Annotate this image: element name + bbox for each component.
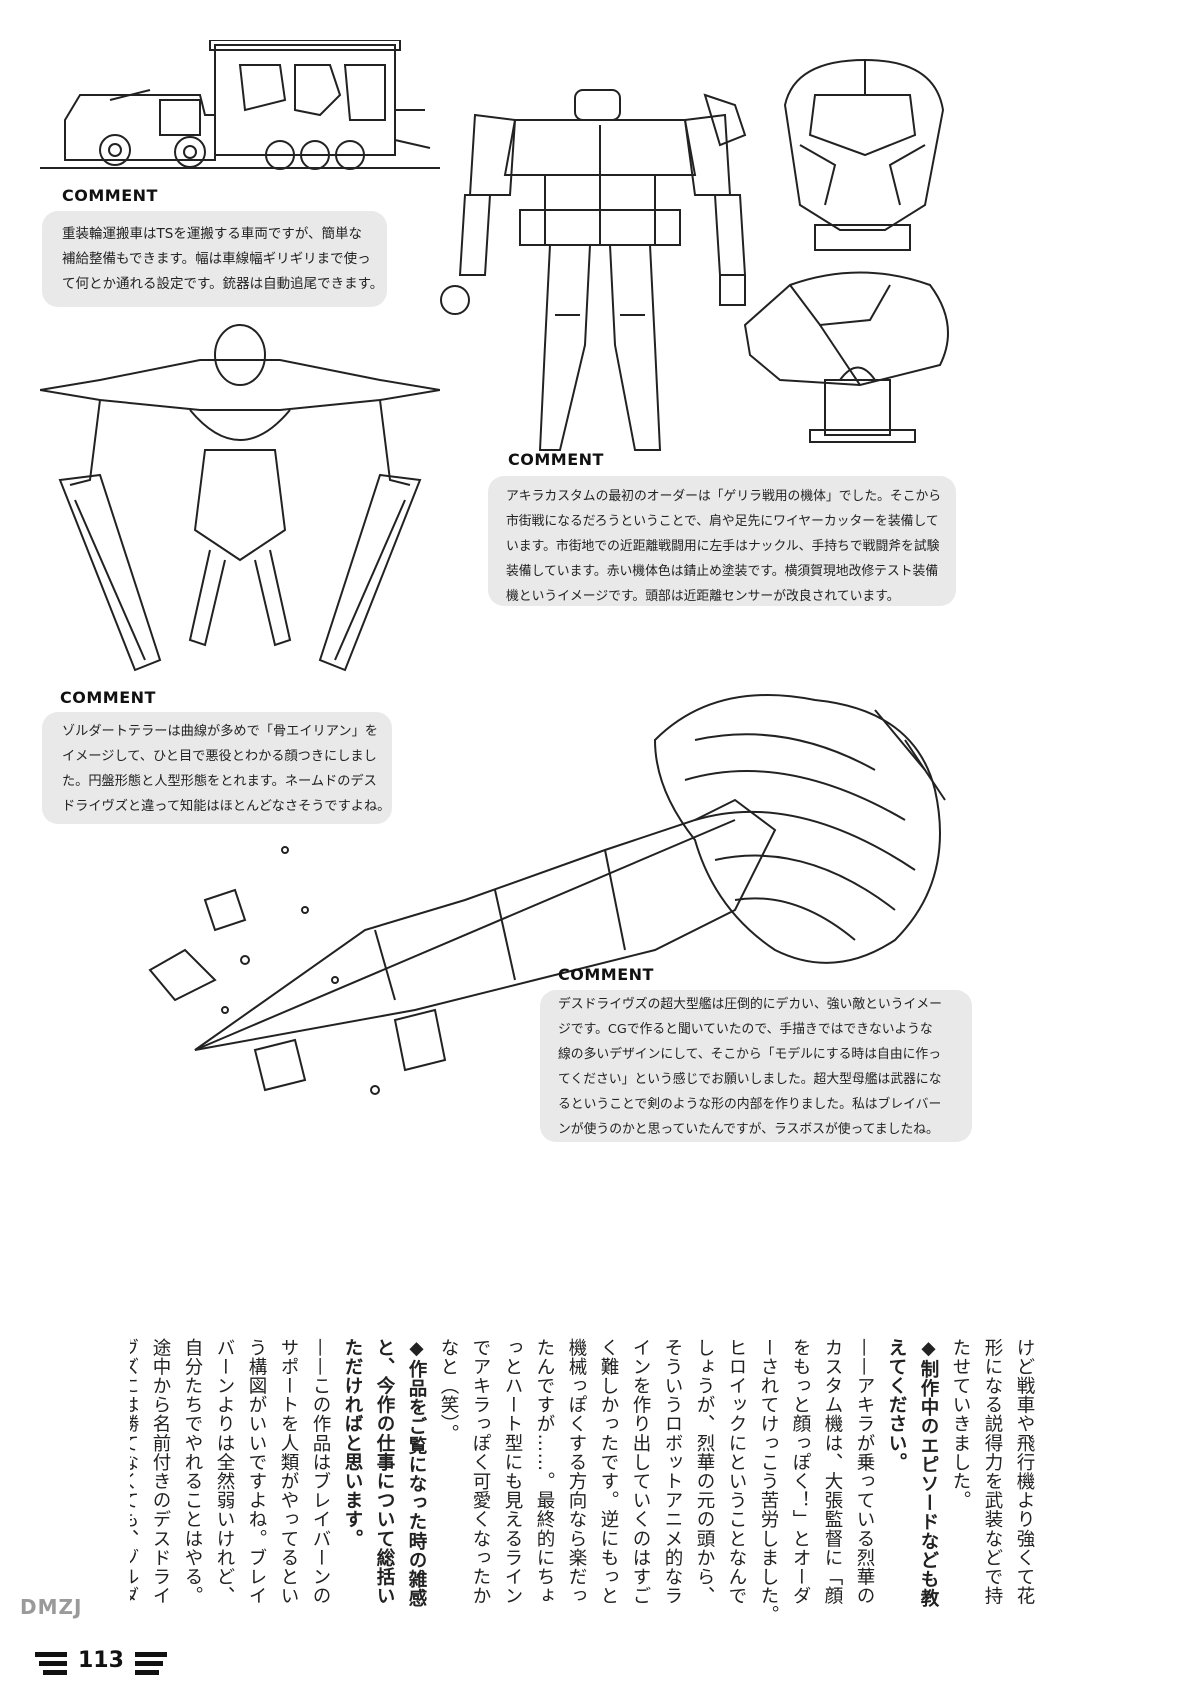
comment-box-soldat-terror: ゾルダートテラーは曲線が多めで「骨エイリアン」を イメージして、ひと目で悪役とわ… <box>42 712 392 824</box>
comment-box-mothership: デスドライヴズの超大型艦は圧倒的にデカい、強い敵というイメー ジです。CGで作る… <box>540 990 972 1142</box>
interview-paragraph: けど戦車や飛行機より強くて花 形になる説得力を武装などで持 たせていきました。 <box>950 1338 1035 1606</box>
comment-heading-4: COMMENT <box>558 965 654 984</box>
interview-paragraph: ——この作品はブレイバーンの サポートを人類がやってるとい う構図がいいですよね… <box>130 1338 331 1606</box>
interview-question: ◆作品をご覧になった時の雑感 と、今作の仕事について総括い ただければと思います… <box>342 1338 427 1608</box>
transport-vehicle-illustration <box>40 40 440 180</box>
mothership-illustration <box>135 680 1005 1120</box>
comment-box-transport: 重装輪運搬車はTSを運搬する車両ですが、簡単な 補給整備もできます。幅は車線幅ギ… <box>42 211 387 307</box>
watermark-logo: DMZJ <box>20 1595 83 1619</box>
interview-text: けど戦車や飛行機より強くて花 形になる説得力を武装などで持 たせていきました。 … <box>130 1338 1040 1626</box>
interview-paragraph: ——アキラが乗っている烈華の カスタム機は、大張監督に「顔 をもっと顔っぽく！」… <box>438 1338 875 1625</box>
head-front-illustration <box>775 55 950 255</box>
comment-heading-2: COMMENT <box>508 450 604 469</box>
page-number: 113 <box>78 1648 124 1673</box>
custom-mecha-illustration <box>435 85 765 455</box>
page-folio-decoration <box>35 1650 180 1678</box>
comment-heading-3: COMMENT <box>60 688 156 707</box>
comment-box-custom-mecha: アキラカスタムの最初のオーダーは「ゲリラ戦用の機体」でした。そこから 市街戦にな… <box>488 476 956 606</box>
head-side-illustration <box>740 265 960 445</box>
soldat-terror-illustration <box>40 300 440 685</box>
interview-question: ◆制作中のエピソードなども教 えてください。 <box>886 1338 939 1608</box>
comment-heading-1: COMMENT <box>62 186 158 205</box>
